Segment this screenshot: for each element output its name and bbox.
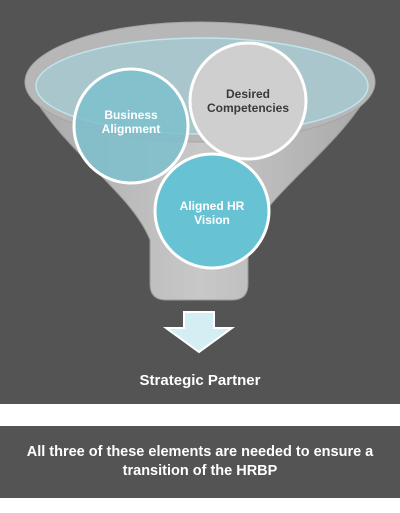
down-arrow-icon	[162, 311, 236, 354]
node-circle-business-alignment	[72, 67, 190, 185]
node-label-desired-competencies: Desired Competencies	[206, 87, 290, 115]
funnel-diagram	[24, 21, 376, 354]
caption-line-1: All three of these elements are needed t…	[26, 444, 374, 460]
node-circle-desired-competencies	[188, 41, 308, 161]
node-label-aligned-hr-vision: Aligned HR Vision	[179, 199, 245, 227]
node-circle-aligned-hr-vision	[153, 152, 271, 270]
caption-line-2: transition of the HRBP	[122, 463, 278, 479]
node-label-business-alignment: Business Alignment	[101, 108, 161, 136]
output-label: Strategic Partner	[139, 372, 261, 389]
caption-box: All three of these elements are needed t…	[0, 426, 400, 498]
